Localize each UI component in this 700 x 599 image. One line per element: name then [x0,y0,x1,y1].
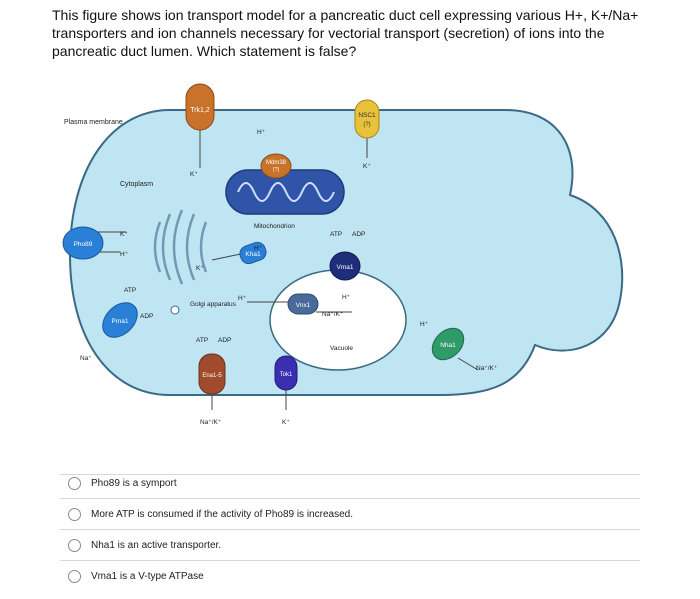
ion-k-cytoplasm: K⁺ [190,171,198,178]
adp-ena15: ADP [218,337,231,344]
ion-k-nsc1: K⁺ [363,163,371,170]
answer-option-label: Nha1 is an active transporter. [91,539,222,551]
ion-k-kha1: K⁺ [196,265,204,272]
ion-h-pho89: H⁺ [120,251,129,258]
pho89-transporter: Pho89 [62,226,104,260]
mdm38-label: Mdm38 [266,160,287,166]
answer-option-label: More ATP is consumed if the activity of … [91,508,353,520]
question-text: This figure shows ion transport model fo… [52,7,639,59]
radio-button[interactable] [68,569,81,583]
ion-h-vnx1: H⁺ [238,295,247,302]
answer-option-4[interactable]: Vma1 is a V-type ATPase [60,561,640,591]
ion-h-nha1: H⁺ [420,321,429,328]
ion-nak-vnx1: Na⁺/K⁺ [322,311,344,318]
radio-button[interactable] [68,476,81,490]
ion-k-tok1: K⁺ [282,419,290,426]
answer-option-3[interactable]: Nha1 is an active transporter. [60,530,640,561]
ena15-pump: Ena1-5 [198,353,226,395]
plasma-membrane-label: Plasma membrane [64,119,123,126]
ena15-label: Ena1-5 [202,373,222,379]
nha1-label: Nha1 [440,342,456,349]
answer-options: Pho89 is a symport More ATP is consumed … [60,468,640,591]
ion-h-mdm38: H⁺ [257,129,266,136]
kha1-transporter: Kha1 [239,241,267,265]
adp-pma1: ADP [140,313,153,320]
mitochondrion-label: Mitochondrion [254,223,295,230]
kha1-label: Kha1 [245,251,261,258]
pma1-label: Pma1 [112,318,129,325]
cytoplasm-label: Cytoplasm [120,181,153,188]
ion-nak-ena15: Na⁺/K⁺ [200,419,222,426]
mdm38-question-label: (?) [273,167,280,173]
tok1-channel: Tok1 [274,355,298,391]
ion-h-kha1: H⁺ [254,245,263,252]
atp-ena15: ATP [196,337,208,344]
ion-nak-nha1: Na⁺/K⁺ [476,365,498,372]
radio-button[interactable] [68,507,81,521]
tok1-label: Tok1 [280,372,293,378]
trk12-label: Trk1,2 [190,107,210,114]
vnx1-label: Vnx1 [296,302,311,309]
mitochondrion [225,169,345,215]
ion-transport-diagram: Trk1,2 NSC1 (?) Mdm38 (?) Pho89 Kha1 Vma… [62,83,624,426]
ion-na-pma1: Na⁺ [80,355,92,362]
pma1-pump: Pma1 [102,302,138,338]
nha1-transporter: Nha1 [431,327,465,361]
answer-option-2[interactable]: More ATP is consumed if the activity of … [60,499,640,530]
nsc1-question-label: (?) [363,122,370,128]
atp-vma1: ATP [330,231,342,238]
vacuole [269,269,407,371]
ion-k-pho89: K⁺ [120,231,128,238]
atp-pma1: ATP [124,287,136,294]
golgi-label: Golgi apparatus [190,301,237,308]
adp-vma1: ADP [352,231,365,238]
nsc1-label: NSC1 [358,112,376,119]
radio-button[interactable] [68,538,81,552]
mdm38-transporter: Mdm38 (?) [260,153,292,179]
nsc1-channel: NSC1 (?) [354,99,380,139]
answer-option-label: Pho89 is a symport [91,477,177,489]
vma1-label: Vma1 [337,264,354,271]
pho89-label: Pho89 [74,241,93,248]
vnx1-transporter: Vnx1 [287,293,319,315]
answer-option-label: Vma1 is a V-type ATPase [91,570,204,582]
golgi-vesicle [170,305,180,315]
vacuole-label: Vacuole [330,345,353,352]
trk12-transporter: Trk1,2 [185,83,215,131]
golgi-apparatus [153,209,208,285]
vma1-pump: Vma1 [329,251,361,281]
ion-h-vacuole: H⁺ [342,294,351,301]
options-top-divider [60,474,640,475]
answer-option-1[interactable]: Pho89 is a symport [60,468,640,499]
